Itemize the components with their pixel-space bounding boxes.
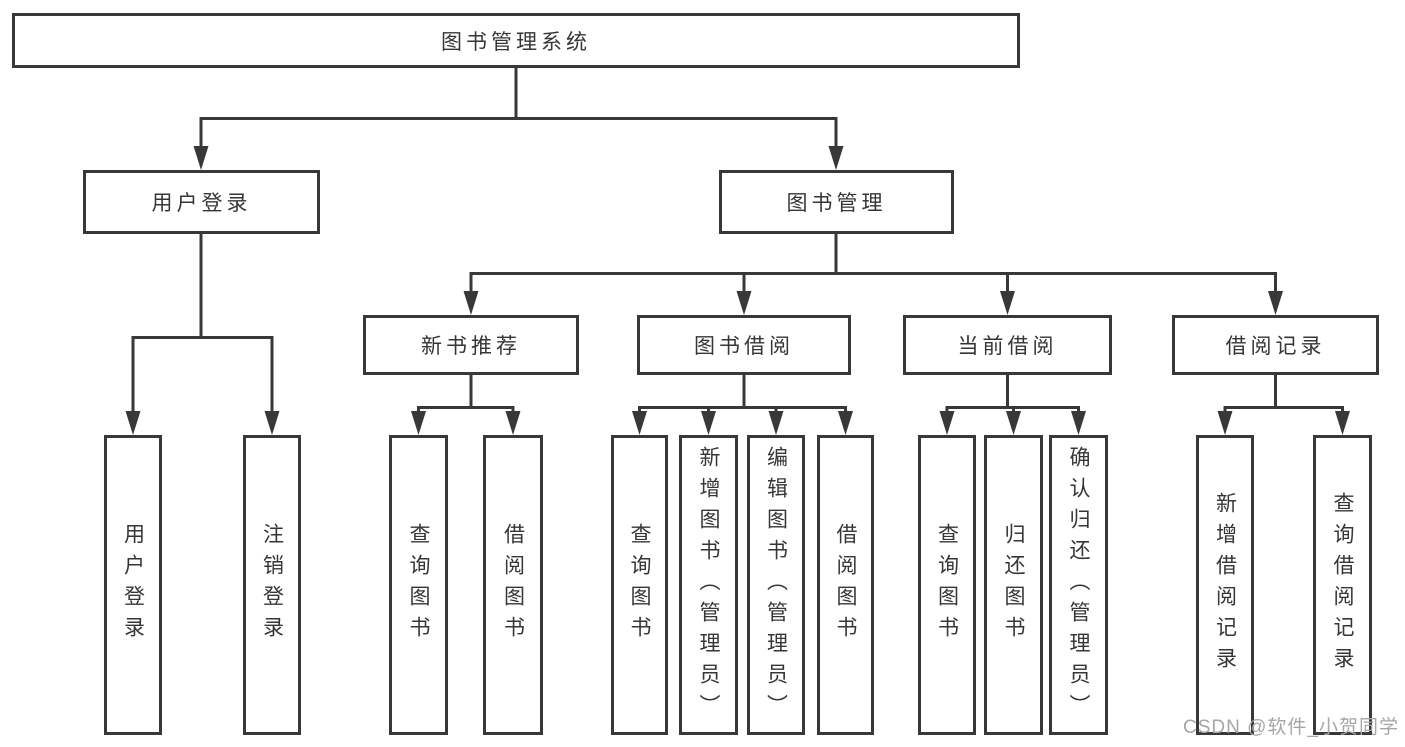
arrow-down-icon	[828, 146, 844, 170]
node-new-book-recommend-label: 新书推荐	[421, 335, 521, 358]
node-user-login-label: 用户登录	[151, 192, 252, 215]
leaf-recommend-query-book-label: 查询图书	[407, 523, 430, 647]
node-book-management: 图书管理	[719, 170, 954, 234]
leaf-borrowing-add-book-admin: 新增图书（管理员）	[679, 435, 738, 735]
leaf-current-query-book: 查询图书	[918, 435, 976, 735]
leaf-user-login-label: 用户登录	[121, 523, 145, 647]
arrow-down-icon	[505, 411, 521, 435]
leaf-user-login: 用户登录	[104, 435, 162, 735]
leaf-borrowing-borrow-book-label: 借阅图书	[834, 523, 857, 647]
leaf-current-return-book: 归还图书	[984, 435, 1043, 735]
leaf-borrowing-borrow-book: 借阅图书	[817, 435, 874, 735]
leaf-record-add: 新增借阅记录	[1196, 435, 1254, 735]
node-root-label: 图书管理系统	[441, 30, 591, 54]
leaf-record-add-label: 新增借阅记录	[1213, 492, 1237, 678]
leaf-logout-label: 注销登录	[260, 523, 284, 647]
arrow-down-icon	[1071, 411, 1086, 435]
connector-paths	[131, 68, 1344, 414]
arrow-down-icon	[736, 291, 752, 315]
leaf-current-query-book-label: 查询图书	[935, 523, 959, 647]
leaf-record-query: 查询借阅记录	[1313, 435, 1372, 735]
arrow-down-icon	[768, 411, 784, 435]
arrow-down-icon	[1217, 411, 1233, 435]
arrow-down-icon	[1000, 291, 1015, 315]
leaf-current-return-book-label: 归还图书	[1002, 523, 1025, 647]
leaf-borrowing-query-book-label: 查询图书	[628, 523, 651, 647]
arrow-down-icon	[838, 411, 853, 435]
arrow-down-icon	[411, 411, 426, 435]
node-borrow-records: 借阅记录	[1172, 315, 1379, 375]
arrow-down-icon	[939, 411, 955, 435]
leaf-record-query-label: 查询借阅记录	[1331, 492, 1354, 678]
leaf-recommend-query-book: 查询图书	[389, 435, 448, 735]
arrow-down-icon	[125, 411, 141, 435]
node-current-borrowing: 当前借阅	[903, 315, 1112, 375]
leaf-recommend-borrow-book: 借阅图书	[483, 435, 543, 735]
leaf-logout: 注销登录	[243, 435, 301, 735]
node-book-borrowing-label: 图书借阅	[694, 335, 794, 358]
node-user-login: 用户登录	[83, 170, 320, 234]
node-new-book-recommend: 新书推荐	[363, 315, 579, 375]
arrow-down-icon	[463, 291, 479, 315]
leaf-current-confirm-return-admin-label: 确认归还（管理员）	[1067, 445, 1090, 725]
node-current-borrowing-label: 当前借阅	[957, 335, 1058, 358]
arrow-down-icon	[1335, 411, 1350, 435]
leaf-borrowing-edit-book-admin: 编辑图书（管理员）	[747, 435, 805, 735]
arrow-down-icon	[701, 411, 716, 435]
node-borrow-records-label: 借阅记录	[1225, 335, 1326, 358]
node-root: 图书管理系统	[12, 13, 1020, 68]
watermark: CSDN @软件_小贺同学	[1183, 717, 1399, 738]
leaf-borrowing-add-book-admin-label: 新增图书（管理员）	[697, 445, 720, 725]
node-book-borrowing: 图书借阅	[637, 315, 851, 375]
arrow-down-icon	[1268, 291, 1283, 315]
arrow-down-icon	[264, 411, 280, 435]
leaf-current-confirm-return-admin: 确认归还（管理员）	[1049, 435, 1108, 735]
node-book-management-label: 图书管理	[786, 192, 887, 215]
leaf-recommend-borrow-book-label: 借阅图书	[501, 523, 525, 647]
arrow-down-icon	[193, 146, 209, 170]
arrow-down-icon	[1006, 411, 1021, 435]
arrow-down-icon	[632, 411, 647, 435]
arrowhead-icons	[125, 146, 1350, 435]
leaf-borrowing-edit-book-admin-label: 编辑图书（管理员）	[764, 445, 788, 725]
leaf-borrowing-query-book: 查询图书	[611, 435, 668, 735]
